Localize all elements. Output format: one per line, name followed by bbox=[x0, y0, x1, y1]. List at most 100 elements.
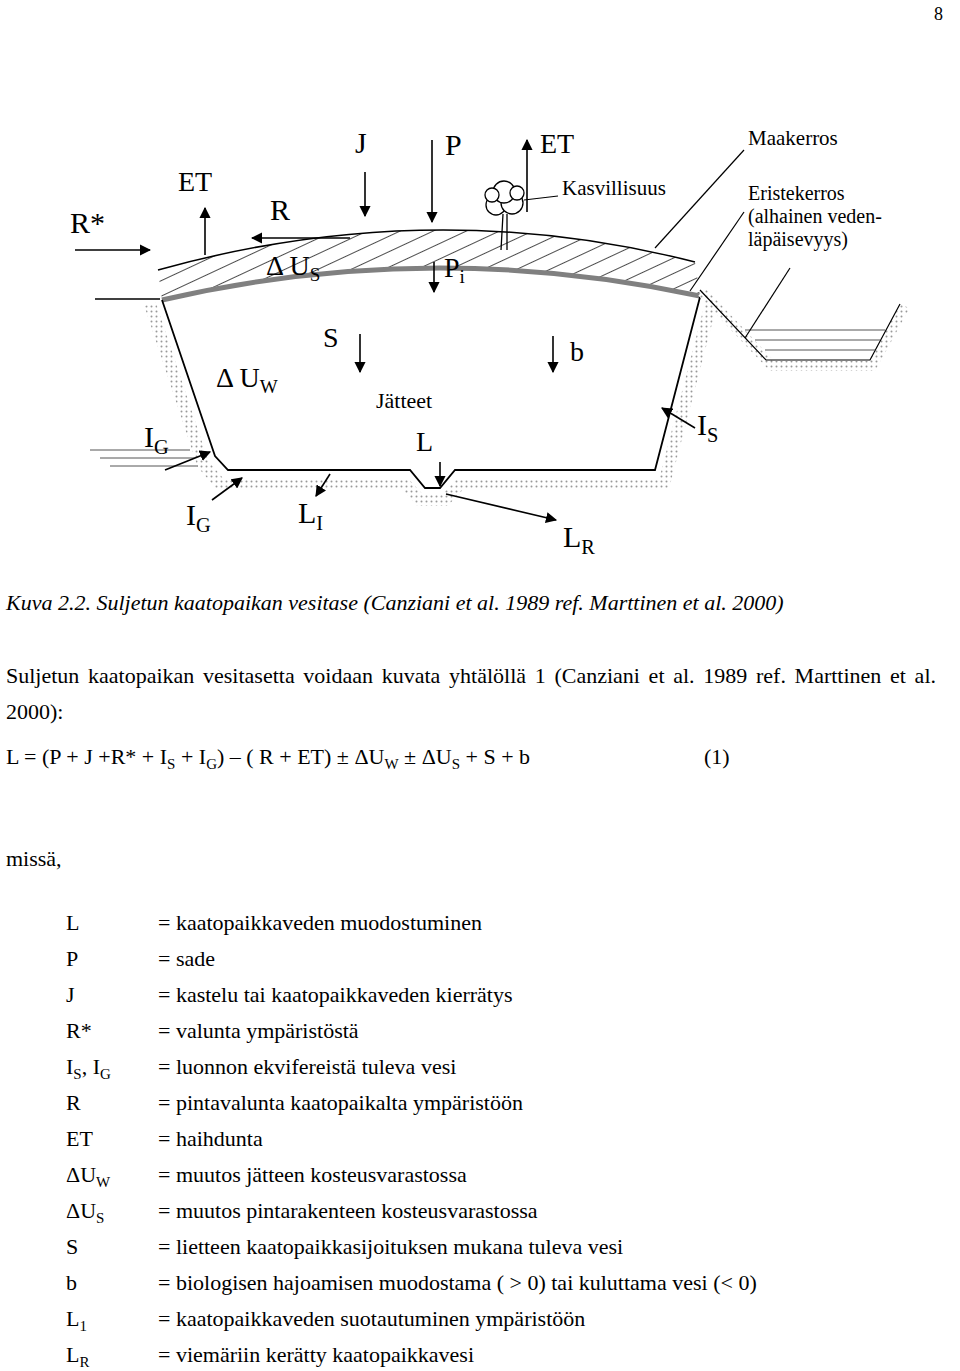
label-text: 8 bbox=[934, 4, 943, 24]
label-text: = muutos jätteen kosteusvarastossa bbox=[158, 1162, 467, 1187]
subscript: R bbox=[581, 536, 595, 558]
text-line: = pintavalunta kaatopaikalta ympäristöön bbox=[158, 1090, 523, 1115]
label-text: = biologisen hajoamisen muodostama ( > 0… bbox=[158, 1270, 757, 1295]
text-line: Pi bbox=[444, 252, 465, 288]
label-text: L bbox=[66, 910, 79, 935]
label-text: = muutos pintarakenteen kosteusvarastoss… bbox=[158, 1198, 538, 1223]
label-text: L bbox=[298, 496, 316, 529]
label-text: Suljetun kaatopaikan vesitasetta voidaan… bbox=[6, 663, 936, 724]
text-line: IG bbox=[144, 420, 169, 459]
label-text: = pintavalunta kaatopaikalta ympäristöön bbox=[158, 1090, 523, 1115]
label-text: I bbox=[697, 408, 707, 441]
text-line: J bbox=[66, 982, 75, 1007]
label-text: = kaatopaikkaveden suotautuminen ympäris… bbox=[158, 1306, 585, 1331]
text-line: = muutos pintarakenteen kosteusvarastoss… bbox=[158, 1198, 538, 1223]
label-text: Jätteet bbox=[376, 388, 432, 413]
text-line: = haihdunta bbox=[158, 1126, 263, 1151]
label-text: ET bbox=[540, 128, 574, 159]
text-line: P bbox=[66, 946, 78, 971]
text-line: b bbox=[570, 336, 584, 368]
text-line: Δ US bbox=[266, 250, 320, 286]
label-text: = sade bbox=[158, 946, 215, 971]
text-line: R* bbox=[70, 206, 105, 241]
text-line: ET bbox=[66, 1126, 93, 1151]
label-text: ± ΔU bbox=[399, 744, 452, 769]
text-line: R bbox=[270, 193, 290, 228]
subscript: W bbox=[260, 376, 278, 397]
subscript: W bbox=[384, 756, 398, 772]
label-text: R bbox=[270, 193, 290, 226]
label-text: S bbox=[66, 1234, 78, 1259]
subscript: S bbox=[310, 264, 321, 285]
insulation-layer bbox=[162, 268, 700, 300]
subscript: S bbox=[707, 424, 718, 446]
label-text: = kaatopaikkaveden muodostuminen bbox=[158, 910, 482, 935]
text-line: ET bbox=[178, 166, 212, 198]
text-line: L = (P + J +R* + IS + IG) – ( R + ET) ± … bbox=[6, 744, 530, 773]
text-line: R* bbox=[66, 1018, 92, 1043]
text-line: Kasvillisuus bbox=[562, 176, 666, 200]
label-text: I bbox=[144, 420, 154, 453]
label-text: R* bbox=[66, 1018, 92, 1043]
label-text: missä, bbox=[6, 846, 62, 871]
text-line: S bbox=[323, 322, 339, 354]
label-text: + S + b bbox=[460, 744, 530, 769]
subscript: G bbox=[100, 1066, 111, 1082]
label-text: R bbox=[66, 1090, 81, 1115]
ground-line bbox=[95, 298, 160, 300]
subscript: R bbox=[79, 1354, 89, 1370]
text-line: = lietteen kaatopaikkasijoituksen mukana… bbox=[158, 1234, 623, 1259]
cover-top bbox=[158, 230, 695, 270]
label-text: L bbox=[416, 426, 433, 457]
text-line: 8 bbox=[934, 4, 943, 25]
label-text: ΔU bbox=[66, 1198, 96, 1223]
label-text: = viemäriin kerätty kaatopaikkavesi bbox=[158, 1342, 474, 1367]
label-text: J bbox=[66, 982, 75, 1007]
label-text: L bbox=[66, 1306, 79, 1331]
label-text: b bbox=[66, 1270, 77, 1295]
subscript: i bbox=[460, 266, 465, 287]
text-line: R bbox=[66, 1090, 81, 1115]
label-text: = luonnon ekvifereistä tuleva vesi bbox=[158, 1054, 456, 1079]
text-line: ΔUW bbox=[66, 1162, 110, 1191]
text-line: = muutos jätteen kosteusvarastossa bbox=[158, 1162, 467, 1187]
label-text: (1) bbox=[704, 744, 730, 769]
subscript: G bbox=[154, 436, 169, 458]
text-line: = luonnon ekvifereistä tuleva vesi bbox=[158, 1054, 456, 1079]
label-text: = kastelu tai kaatopaikkaveden kierrätys bbox=[158, 982, 513, 1007]
text-line: missä, bbox=[6, 846, 62, 871]
label-text: L bbox=[66, 1342, 79, 1367]
flux-arrows bbox=[75, 140, 695, 520]
text-line: = valunta ympäristöstä bbox=[158, 1018, 359, 1043]
text-line: Eristekerros (alhainen veden- läpäisevyy… bbox=[748, 182, 923, 251]
label-text: P bbox=[66, 946, 78, 971]
ditch-slope bbox=[702, 292, 905, 366]
text-line: Jätteet bbox=[376, 388, 432, 413]
text-line: ΔUS bbox=[66, 1198, 104, 1227]
text-line: Maakerros bbox=[748, 126, 838, 150]
label-text: P bbox=[445, 128, 462, 161]
label-text: Δ U bbox=[216, 362, 260, 393]
text-line: = biologisen hajoamisen muodostama ( > 0… bbox=[158, 1270, 757, 1295]
subscript: W bbox=[96, 1174, 110, 1190]
label-text: Maakerros bbox=[748, 126, 838, 150]
label-text: S bbox=[323, 322, 339, 353]
text-line: Suljetun kaatopaikan vesitasetta voidaan… bbox=[6, 658, 936, 730]
pit-outline bbox=[162, 297, 700, 488]
label-text: b bbox=[570, 336, 584, 367]
label-text: = lietteen kaatopaikkasijoituksen mukana… bbox=[158, 1234, 623, 1259]
ditch-outline bbox=[700, 290, 900, 360]
label-text: Eristekerros (alhainen veden- läpäisevyy… bbox=[748, 182, 882, 250]
text-line: = kaatopaikkaveden suotautuminen ympäris… bbox=[158, 1306, 585, 1331]
text-line: b bbox=[66, 1270, 77, 1295]
soil-cover bbox=[158, 230, 700, 300]
subscript: S bbox=[167, 756, 175, 772]
label-text: + I bbox=[175, 744, 206, 769]
text-line: LI bbox=[298, 496, 323, 535]
label-text: I bbox=[186, 498, 196, 531]
text-line: L bbox=[416, 426, 433, 458]
label-text: Δ U bbox=[266, 250, 310, 281]
subscript: 1 bbox=[79, 1318, 86, 1334]
label-text: L bbox=[563, 520, 581, 553]
